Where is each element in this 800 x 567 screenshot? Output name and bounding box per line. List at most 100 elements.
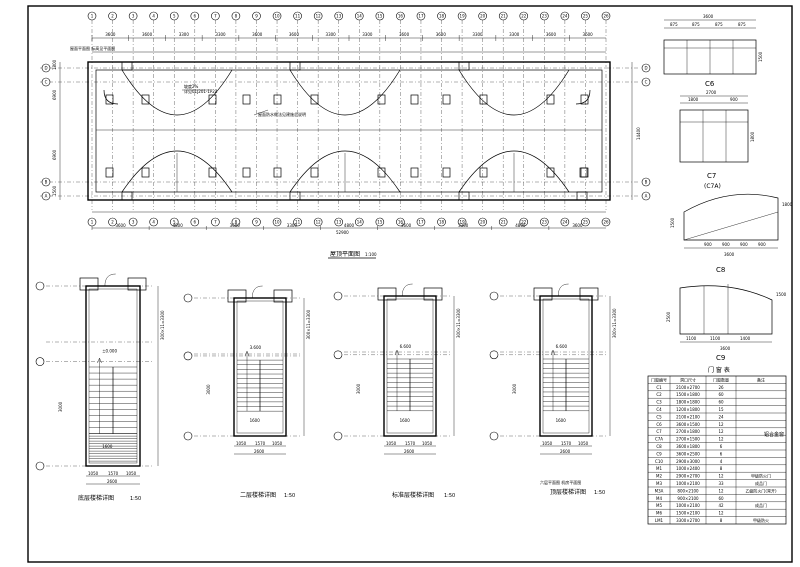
- axis-bubble: [272, 217, 282, 227]
- svg-text:1800: 1800: [782, 202, 793, 207]
- table-cell: 8: [720, 466, 723, 471]
- stair-title-4: 顶层楼梯详图: [550, 488, 586, 496]
- svg-text:1500: 1500: [776, 292, 787, 297]
- svg-text:900: 900: [704, 242, 712, 247]
- dim-label: 1500: [52, 185, 57, 196]
- roof-plan: 1122334455667788991010111112121313141415…: [40, 11, 651, 259]
- axis-bubble: [108, 217, 117, 227]
- axis-bubble: [519, 217, 529, 227]
- svg-text:1800: 1800: [750, 131, 755, 142]
- leader-line: [253, 109, 269, 116]
- corner-arc: [103, 89, 119, 105]
- roof-axis-top-row: 1122334455667788991010111112121313141415…: [87, 11, 611, 227]
- axis-bubble: [41, 63, 51, 73]
- window-c7: 2700 1800 900 1800 C7 (C7A): [679, 90, 755, 190]
- axis-bubble: [190, 217, 200, 227]
- svg-text:2500: 2500: [666, 311, 671, 322]
- table-header: 门窗编号: [651, 376, 667, 382]
- axis-label: A: [645, 194, 648, 199]
- axis-bubble: [375, 217, 385, 227]
- axis-label: 2: [111, 14, 114, 19]
- roof-note-slope: 坡度2%: [184, 83, 199, 89]
- table-cell: 1000×2100: [676, 481, 700, 486]
- axis-bubble: [293, 11, 302, 21]
- stair-title-2: 二层楼梯详图: [240, 491, 276, 499]
- axis-bubble: [457, 11, 467, 21]
- axis-label: 8: [235, 14, 238, 19]
- table-cell: 2700×1800: [676, 429, 700, 434]
- axis-label: 14: [357, 220, 363, 225]
- roof-access-box: [289, 191, 301, 201]
- axis-label: 7: [214, 220, 217, 225]
- axis-bubble: [149, 11, 158, 21]
- svg-text:875: 875: [738, 22, 746, 27]
- roof-vent: [141, 167, 150, 178]
- svg-text:1050: 1050: [542, 441, 553, 446]
- axis-bubble: [457, 217, 467, 227]
- axis-bubble: [478, 11, 487, 21]
- window-c8: 900 900 900 900 3600 1500 1800 C8: [670, 193, 793, 274]
- axis-bubble: [334, 217, 344, 227]
- axis-bubble: [498, 217, 508, 227]
- table-cell: 800×2100: [677, 488, 699, 493]
- table-cell: 1500×1800: [676, 392, 700, 397]
- roof-vent: [242, 167, 251, 178]
- svg-text:2600: 2600: [560, 449, 571, 454]
- svg-text:2600: 2600: [107, 479, 118, 484]
- table-cell: 8: [720, 518, 723, 523]
- axis-bubble: [293, 217, 302, 227]
- table-header: 备注: [757, 376, 765, 382]
- table-cell: 3600×1500: [676, 422, 700, 427]
- dim-label: 3300: [458, 223, 469, 228]
- roof-vault-upper-2: [289, 69, 401, 116]
- roof-vault-lower-1: [121, 150, 233, 193]
- table-cell: 1200×1800: [676, 407, 700, 412]
- axis-label: A: [45, 194, 48, 199]
- axis-label: 21: [501, 220, 507, 225]
- svg-text:875: 875: [715, 22, 723, 27]
- roof-plan-title: 屋顶平面图: [330, 251, 360, 258]
- axis-label: 3: [132, 14, 135, 19]
- table-cell: C8: [656, 444, 662, 449]
- svg-text:1050: 1050: [88, 471, 99, 476]
- c6-width: 3600: [703, 14, 714, 19]
- stair-elevation: 6.600: [400, 344, 412, 349]
- axis-bubble: [396, 11, 405, 21]
- table-cell: 26: [718, 385, 724, 390]
- table-header: 门窗数量: [713, 376, 729, 382]
- axis-bubble: [641, 177, 651, 187]
- svg-text:300×11=3300: 300×11=3300: [456, 308, 461, 338]
- dim-label: 3600: [546, 32, 557, 37]
- axis-label: B: [645, 180, 648, 185]
- axis-bubble: [416, 11, 426, 21]
- dim-label: 14400: [636, 127, 641, 140]
- axis-label: 14: [357, 14, 363, 19]
- axis-label: 8: [235, 220, 238, 225]
- roof-vent: [310, 167, 319, 178]
- table-cell: M4: [656, 496, 662, 501]
- dim-label: 3600: [399, 32, 410, 37]
- axis-label: 18: [439, 220, 445, 225]
- table-cell: 1800×1800: [676, 400, 700, 405]
- table-cell: 12: [718, 429, 724, 434]
- table-cell: 2900×2700: [676, 474, 700, 479]
- axis-bubble: [169, 217, 179, 227]
- axis-label: 20: [480, 220, 486, 225]
- axis-label: 4: [152, 14, 155, 19]
- axis-bubble: [641, 77, 651, 87]
- roof-vent: [410, 167, 419, 178]
- dim-label: 3600: [105, 32, 116, 37]
- axis-label: 12: [316, 220, 322, 225]
- axis-bubble: [601, 11, 611, 21]
- dim-label: 3600: [115, 223, 126, 228]
- table-title: 门 窗 表: [708, 366, 730, 374]
- svg-text:1050: 1050: [422, 441, 433, 446]
- axis-bubble: [272, 11, 282, 21]
- roof-vent: [546, 94, 555, 105]
- svg-text:1050: 1050: [272, 441, 283, 446]
